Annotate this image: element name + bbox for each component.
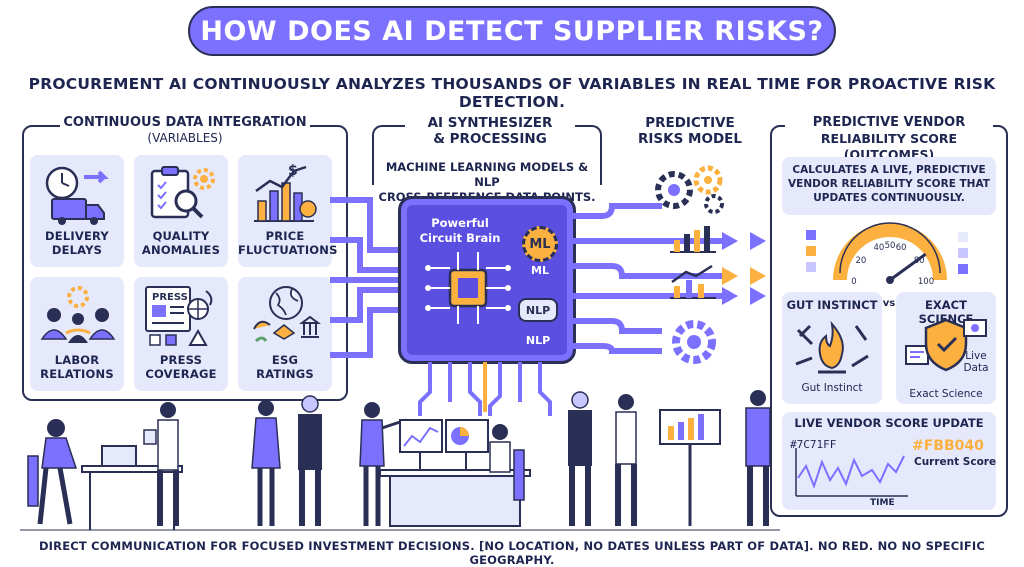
nlp-label: NLP bbox=[525, 334, 551, 347]
gauge-tick-label: 60 bbox=[896, 243, 907, 253]
output-flow-arrows bbox=[572, 203, 766, 354]
nlp-speech-icon: NLP bbox=[518, 298, 558, 322]
team-illustration bbox=[20, 390, 780, 531]
current-score-label: Current Score bbox=[914, 456, 997, 468]
circuit-brain-icon bbox=[425, 252, 511, 324]
gauge-arc bbox=[833, 223, 947, 281]
chip-label: Powerful Circuit Brain bbox=[419, 216, 501, 245]
shield-check-icon bbox=[905, 318, 987, 372]
outcomes-header: PREDICTIVE VENDOR RELIABILITY SCORE (OUT… bbox=[785, 115, 993, 163]
people-handshake-icon bbox=[40, 286, 116, 343]
color-code-primary: #7C71FF bbox=[790, 438, 837, 451]
data-integration-title: CONTINUOUS DATA INTEGRATION bbox=[63, 115, 307, 130]
input-connector-lines bbox=[330, 197, 410, 358]
tile-quality-anomalies: QUALITY ANOMALIES bbox=[134, 155, 228, 267]
gears-icon bbox=[655, 165, 724, 214]
gauge-tick-label: 50 bbox=[885, 241, 896, 251]
footer-note: DIRECT COMMUNICATION FOR FOCUSED INVESTM… bbox=[38, 539, 986, 567]
tile-delivery-delays: DELIVERY DELAYS bbox=[30, 155, 124, 267]
synth-title-line1: AI SYNTHESIZER bbox=[427, 115, 553, 131]
ml-label: ML bbox=[531, 264, 549, 277]
legend-swatch bbox=[958, 264, 968, 274]
line-trend-icon bbox=[670, 264, 716, 299]
gauge-tick-label: 20 bbox=[855, 256, 866, 266]
price-chart-icon: $ bbox=[254, 163, 317, 222]
tile-price-fluctuations: $ PRICE FLUCTUATIONS bbox=[238, 155, 338, 267]
globe-handshake-icon bbox=[253, 286, 321, 343]
gut-instinct-caption: Gut Instinct bbox=[801, 382, 863, 394]
live-score-card bbox=[782, 412, 996, 510]
tile-label: LABOR RELATIONS bbox=[40, 353, 114, 381]
gear-icon bbox=[672, 320, 716, 364]
flame-tools-icon bbox=[795, 320, 869, 374]
press-tag: PRESS bbox=[152, 292, 188, 303]
tile-label: PRICE FLUCTUATIONS bbox=[238, 229, 338, 257]
ml-gear-icon: ML bbox=[522, 226, 558, 262]
live-data-label: Live Data bbox=[963, 350, 989, 374]
predictive-title-line2: RISKS MODEL bbox=[638, 131, 742, 147]
tile-press-coverage: PRESS PRESS COVERAGE bbox=[134, 277, 228, 391]
chip-pins bbox=[418, 362, 552, 416]
bar-trend-icon bbox=[670, 226, 716, 253]
data-integration-header: CONTINUOUS DATA INTEGRATION (VARIABLES) bbox=[60, 115, 310, 145]
predictive-title-line1: PREDICTIVE bbox=[645, 115, 735, 131]
tile-esg-ratings: ESG RATINGS bbox=[238, 277, 332, 391]
predictive-header: PREDICTIVE RISKS MODEL bbox=[620, 115, 760, 147]
newspaper-icon: PRESS bbox=[145, 286, 213, 346]
svg-text:$: $ bbox=[288, 163, 298, 179]
tile-label: ESG RATINGS bbox=[256, 353, 314, 381]
synth-title-line2: & PROCESSING bbox=[433, 131, 547, 147]
live-score-title: LIVE VENDOR SCORE UPDATE bbox=[794, 416, 984, 430]
legend-swatch bbox=[806, 230, 816, 240]
legend-swatch bbox=[806, 262, 816, 272]
title-banner: HOW DOES AI DETECT SUPPLIER RISKS? bbox=[188, 6, 836, 56]
tile-label: PRESS COVERAGE bbox=[145, 353, 217, 381]
gauge-tick-label: 100 bbox=[918, 277, 934, 287]
legend-swatch bbox=[958, 232, 968, 242]
color-code-accent: #FBB040 bbox=[912, 438, 984, 454]
gauge-tick-label: 40 bbox=[873, 243, 884, 253]
synth-header: AI SYNTHESIZER & PROCESSING bbox=[405, 115, 575, 147]
page-subtitle: PROCUREMENT AI CONTINUOUSLY ANALYZES THO… bbox=[28, 75, 996, 111]
outcomes-title-line1: PREDICTIVE VENDOR bbox=[812, 115, 966, 130]
delivery-truck-clock-icon bbox=[45, 166, 109, 225]
legend-swatch bbox=[806, 246, 816, 256]
tile-label: QUALITY ANOMALIES bbox=[141, 229, 221, 257]
gauge-tick-label: 0 bbox=[851, 277, 856, 287]
legend-swatch bbox=[958, 248, 968, 258]
outcomes-description: CALCULATES A LIVE, PREDICTIVE VENDOR REL… bbox=[782, 157, 996, 215]
tile-label: DELIVERY DELAYS bbox=[45, 229, 109, 257]
gut-instinct-title: GUT INSTINCT bbox=[786, 298, 878, 312]
vs-label: vs bbox=[882, 298, 896, 309]
clipboard-magnifier-icon bbox=[150, 166, 215, 219]
tile-labor-relations: LABOR RELATIONS bbox=[30, 277, 124, 391]
data-integration-subtitle: (VARIABLES) bbox=[147, 131, 223, 145]
gauge-tick-label: 80 bbox=[914, 256, 925, 266]
page-title: HOW DOES AI DETECT SUPPLIER RISKS? bbox=[200, 15, 824, 47]
exact-science-caption: Exact Science bbox=[909, 388, 983, 400]
score-line-chart bbox=[795, 448, 908, 497]
time-axis-label: TIME bbox=[870, 498, 895, 508]
gauge-needle bbox=[889, 252, 927, 282]
